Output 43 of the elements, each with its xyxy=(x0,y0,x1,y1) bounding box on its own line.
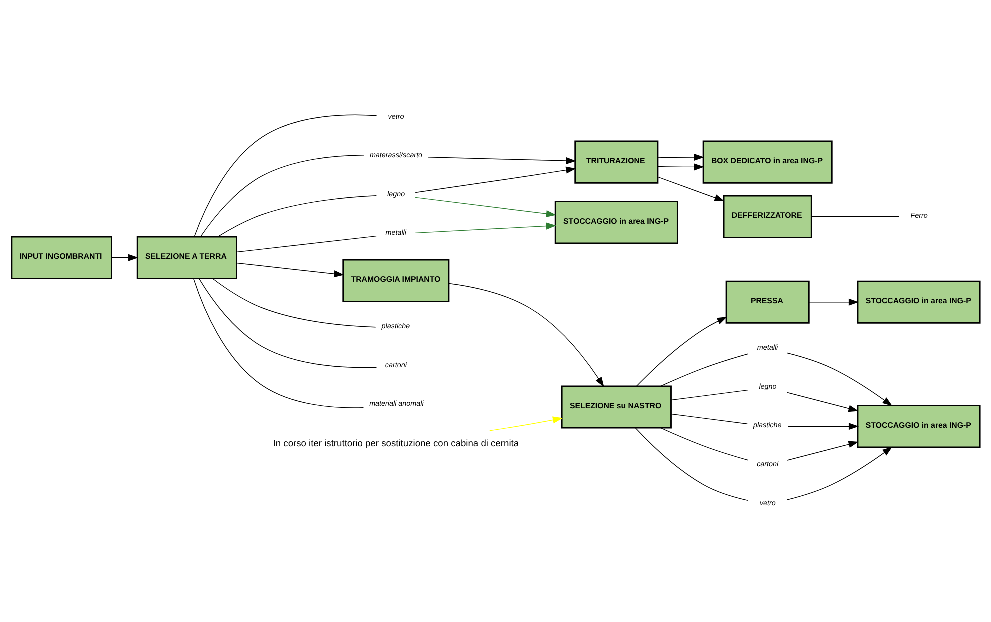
connector xyxy=(810,216,900,218)
node-box: TRITURAZIONE xyxy=(574,140,658,184)
arrow xyxy=(111,254,138,262)
connector xyxy=(217,196,377,238)
arrow xyxy=(636,317,727,387)
connector xyxy=(236,236,376,253)
connector xyxy=(634,428,748,502)
arrow xyxy=(414,197,556,218)
node-box: STOCCAGGIO in area ING-P xyxy=(856,405,980,448)
node-box: SELEZIONE su NASTRO xyxy=(560,386,672,429)
arrow xyxy=(787,423,859,430)
node-text: In corso iter istruttorio per sostituzione con cabina di cernita xyxy=(272,438,519,448)
arrow xyxy=(657,176,724,202)
arrow xyxy=(414,222,556,234)
node-box: PRESSA xyxy=(725,280,810,324)
connector xyxy=(212,278,376,328)
arrow xyxy=(414,166,576,194)
node-box: STOCCAGGIO in area ING-P xyxy=(554,201,678,244)
node-box: DEFFERIZZATORE xyxy=(722,195,812,238)
connector xyxy=(194,114,377,238)
connector xyxy=(200,154,364,238)
node-box: SELEZIONE A TERRA xyxy=(136,236,237,280)
arrow xyxy=(657,164,704,171)
connector xyxy=(198,278,377,368)
connector xyxy=(660,428,748,461)
arrow xyxy=(448,283,604,388)
connector xyxy=(670,390,748,401)
node-box: INPUT INGOMBRANTI xyxy=(10,236,112,280)
arrow xyxy=(657,154,704,161)
connector xyxy=(670,414,748,424)
arrow xyxy=(808,298,858,306)
connector xyxy=(660,354,748,387)
node-box: TRAMOGGIA IMPIANTO xyxy=(342,259,450,302)
arrow xyxy=(489,416,563,432)
node-box: STOCCAGGIO in area ING-P xyxy=(856,280,980,324)
node-box: BOX DEDICATO in area ING-P xyxy=(702,140,832,184)
arrow xyxy=(786,352,892,406)
connector xyxy=(192,278,364,408)
arrow xyxy=(786,446,892,500)
arrow xyxy=(786,441,858,461)
arrow xyxy=(786,392,858,412)
arrow xyxy=(427,157,576,165)
arrow xyxy=(236,262,344,278)
